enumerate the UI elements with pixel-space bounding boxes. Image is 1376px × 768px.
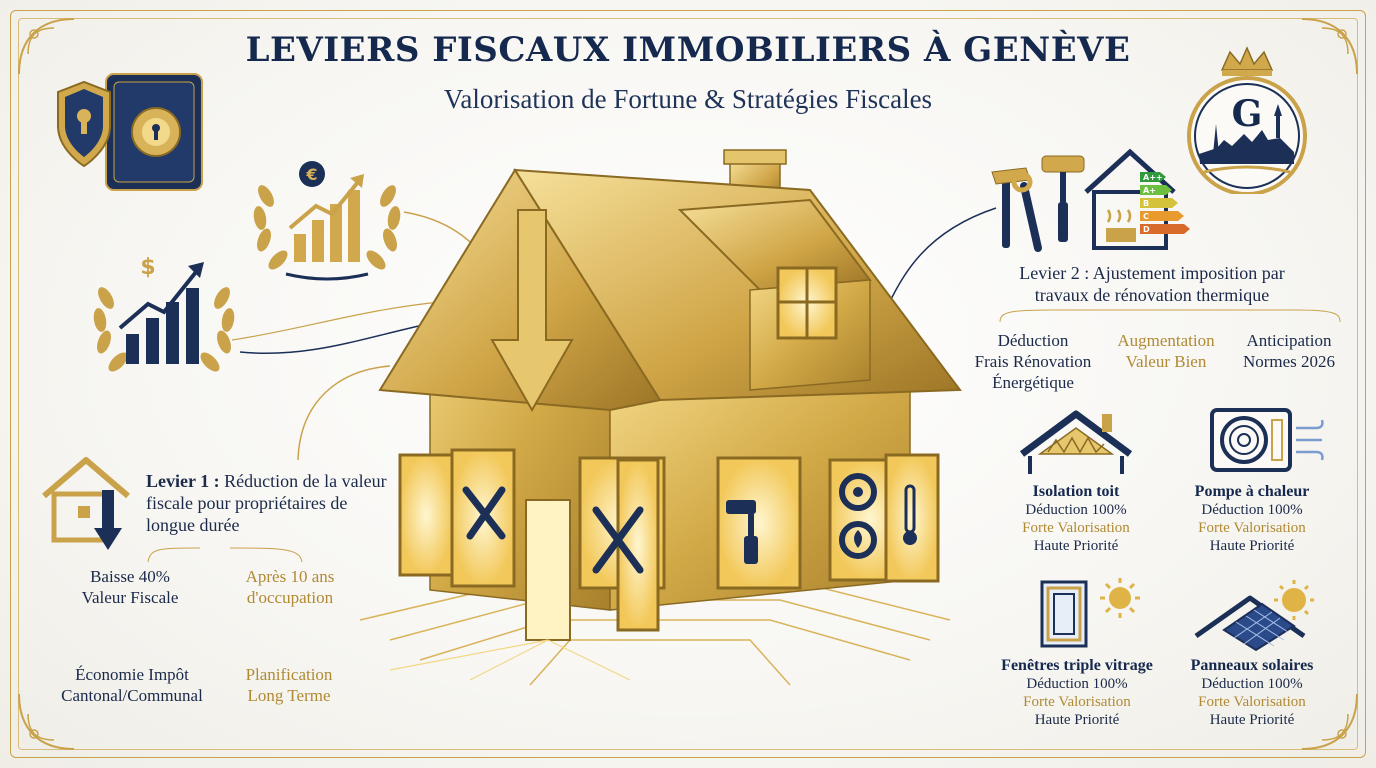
card-title: Panneaux solaires [1190,657,1314,674]
levier1-point-3-line2: Cantonal/Communal [61,686,203,705]
levier2-point-1-line2: Frais Rénovation [974,352,1092,371]
levier1-point-2: Après 10 ans d'occupation [222,566,358,608]
card-pompe-a-chaleur: Pompe à chaleur Déduction 100% Forte Val… [1176,482,1328,555]
card-valorisation: Forte Valorisation [1022,520,1130,536]
levier1-point-1-line2: Valeur Fiscale [81,588,179,607]
logo-letter: G [1232,93,1263,135]
heat-pump-icon [1210,408,1324,472]
levier2-point-2-line2: Valeur Bien [1125,352,1207,371]
renovation-energy-label-icon: A++ A+ B C D [991,148,1190,252]
levier1-point-4-line1: Planification [245,665,333,684]
card-valorisation: Forte Valorisation [1023,694,1131,710]
roof-insulation-icon [1019,410,1133,474]
euro-growth-laurel-icon: € [253,161,401,281]
dollar-growth-laurel-icon: $ [93,255,235,372]
inner-frame [18,18,1358,750]
card-deduction: Déduction 100% [1201,502,1303,518]
levier2-title: Levier 2 : Ajustement imposition par tra… [984,262,1320,306]
corner-ornament-bottom-right [1301,693,1358,750]
levier1-title: Levier 1 : Réduction de la valeur fiscal… [146,470,396,536]
levier2-point-1-line1: Déduction [997,331,1069,350]
card-deduction: Déduction 100% [1201,676,1303,692]
levier2-point-2: Augmentation Valeur Bien [1104,330,1228,372]
card-panneaux-solaires: Panneaux solaires Déduction 100% Forte V… [1176,656,1328,729]
corner-ornament-bottom-left [18,693,75,750]
card-deduction: Déduction 100% [1026,676,1128,692]
solar-panel-icon [1194,580,1314,652]
euro-symbol: € [305,165,317,184]
card-valorisation: Forte Valorisation [1198,694,1306,710]
dollar-symbol: $ [140,255,155,280]
levier1-title-label: Levier 1 : [146,471,220,491]
card-title: Pompe à chaleur [1194,483,1310,500]
card-priority: Haute Priorité [1209,712,1295,728]
energy-grade-b: B [1143,199,1149,208]
levier2-title-line1: Levier 2 : Ajustement imposition par [1019,263,1285,283]
card-priority: Haute Priorité [1034,712,1120,728]
house-down-arrow-icon [42,457,130,550]
levier1-point-4: Planification Long Terme [226,664,352,706]
card-priority: Haute Priorité [1209,538,1295,554]
levier2-point-3: Anticipation Normes 2026 [1230,330,1348,372]
levier1-point-1-line1: Baisse 40% [90,567,170,586]
golden-house-illustration [359,149,962,686]
card-title: Fenêtres triple vitrage [1001,657,1153,674]
triple-window-icon [1040,578,1140,648]
levier2-point-3-line1: Anticipation [1246,331,1332,350]
outer-frame [10,10,1366,758]
levier1-point-2-line2: d'occupation [246,588,334,607]
levier2-point-1: Déduction Frais Rénovation Énergétique [960,330,1106,393]
energy-grade-ap: A+ [1143,186,1156,195]
page-subtitle: Valorisation de Fortune & Stratégies Fis… [443,84,933,114]
safe-shield-icon [57,73,203,191]
levier2-title-line2: travaux de rénovation thermique [1034,285,1270,305]
levier2-point-1-line3: Énergétique [992,373,1074,392]
levier2-point-3-line2: Normes 2026 [1242,352,1336,371]
page-title: LEVIERS FISCAUX IMMOBILIERS À GENÈVE [245,30,1131,70]
card-title: Isolation toit [1032,483,1120,500]
levier2-point-2-line1: Augmentation [1117,331,1215,350]
levier1-point-2-line1: Après 10 ans [245,567,335,586]
card-fenetres-triple-vitrage: Fenêtres triple vitrage Déduction 100% F… [982,656,1172,729]
levier1-point-1: Baisse 40% Valeur Fiscale [60,566,200,608]
levier1-title-text: Réduction de la valeur fiscale pour prop… [146,471,387,535]
levier1-point-3: Économie Impôt Cantonal/Communal [40,664,224,706]
levier1-point-3-line1: Économie Impôt [75,665,189,684]
card-isolation-toit: Isolation toit Déduction 100% Forte Valo… [1000,482,1152,555]
card-deduction: Déduction 100% [1025,502,1127,518]
energy-grade-app: A++ [1143,173,1163,182]
energy-grade-c: C [1143,212,1149,221]
corner-ornament-top-left [18,18,75,75]
card-valorisation: Forte Valorisation [1198,520,1306,536]
corner-ornament-top-right [1301,18,1358,75]
geneva-crest-logo: G [1187,46,1307,194]
card-priority: Haute Priorité [1033,538,1119,554]
energy-grade-d: D [1143,225,1150,234]
levier1-point-4-line2: Long Terme [247,686,331,705]
